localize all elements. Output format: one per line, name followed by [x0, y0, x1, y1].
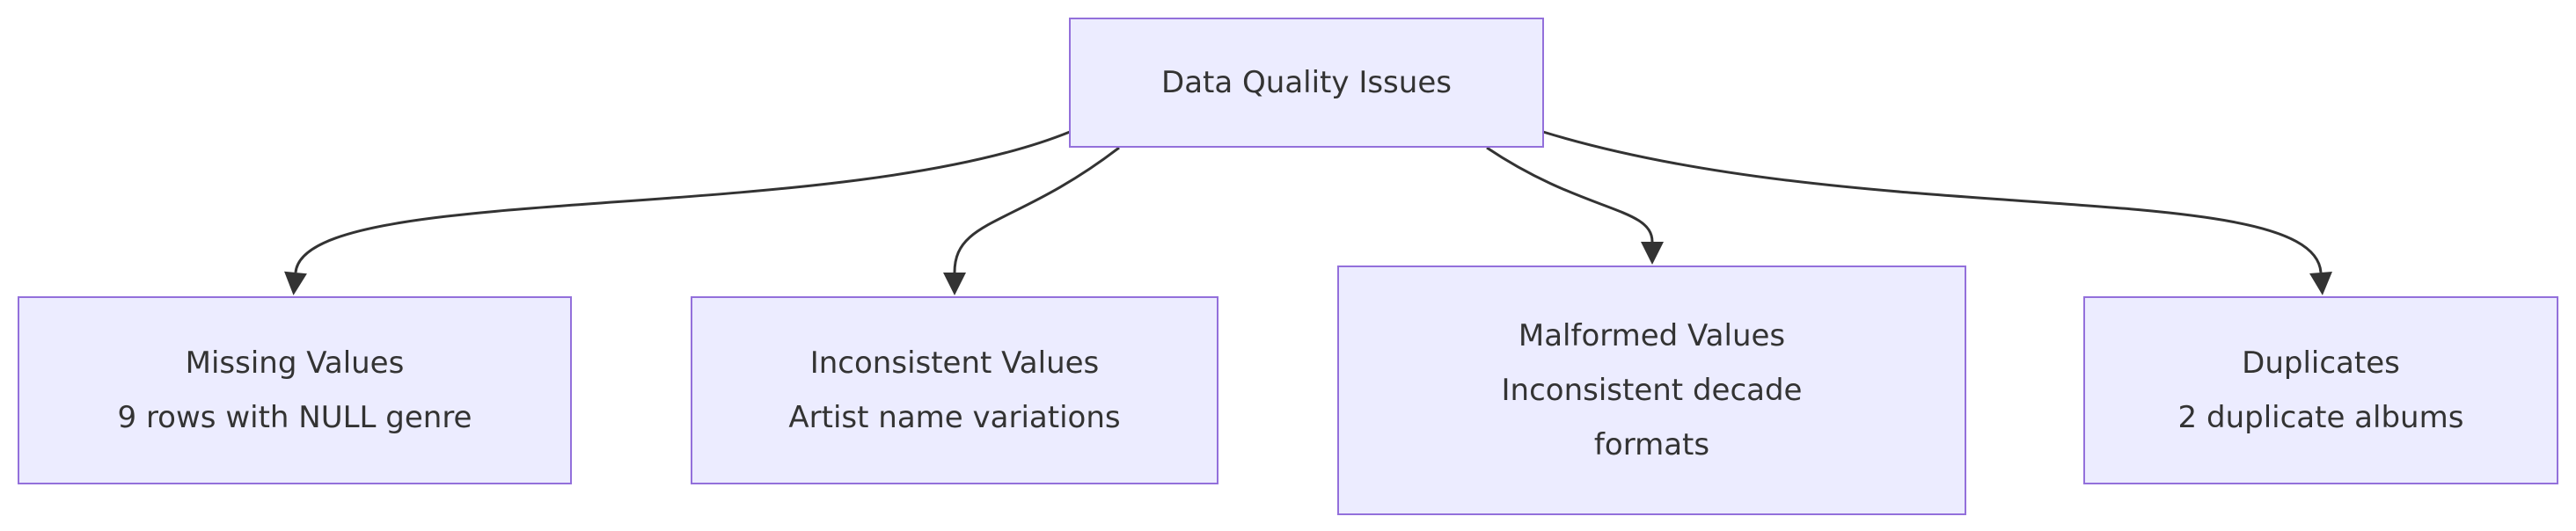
node-line: Data Quality Issues [1161, 65, 1452, 100]
node-inconsistent-values: Inconsistent Values Artist name variatio… [691, 296, 1218, 484]
edge-root-to-duplicates [1542, 130, 2332, 295]
edge-root-to-inconsistent-values [943, 146, 1120, 295]
node-line: Missing Values [185, 346, 405, 381]
node-malformed-values: Malformed Values Inconsistent decade for… [1337, 266, 1966, 515]
node-line: Malformed Values [1518, 318, 1786, 353]
node-label: Missing Values 9 rows with NULL genre [118, 336, 472, 445]
edge-root-to-missing-values [284, 130, 1071, 295]
node-line: Inconsistent decade [1501, 373, 1803, 408]
edge-root-to-malformed-values [1486, 146, 1664, 265]
node-line: Artist name variations [788, 400, 1121, 435]
node-missing-values: Missing Values 9 rows with NULL genre [18, 296, 572, 484]
node-label: Data Quality Issues [1161, 55, 1452, 110]
node-line: 2 duplicate albums [2177, 400, 2464, 435]
node-data-quality-issues: Data Quality Issues [1069, 18, 1544, 148]
node-line: formats [1593, 427, 1710, 462]
node-line: Duplicates [2242, 346, 2400, 381]
node-duplicates: Duplicates 2 duplicate albums [2083, 296, 2558, 484]
node-label: Inconsistent Values Artist name variatio… [788, 336, 1120, 445]
node-line: Inconsistent Values [809, 346, 1100, 381]
node-label: Duplicates 2 duplicate albums [2178, 336, 2464, 445]
node-label: Malformed Values Inconsistent decade for… [1502, 309, 1803, 472]
node-line: 9 rows with NULL genre [117, 400, 472, 435]
